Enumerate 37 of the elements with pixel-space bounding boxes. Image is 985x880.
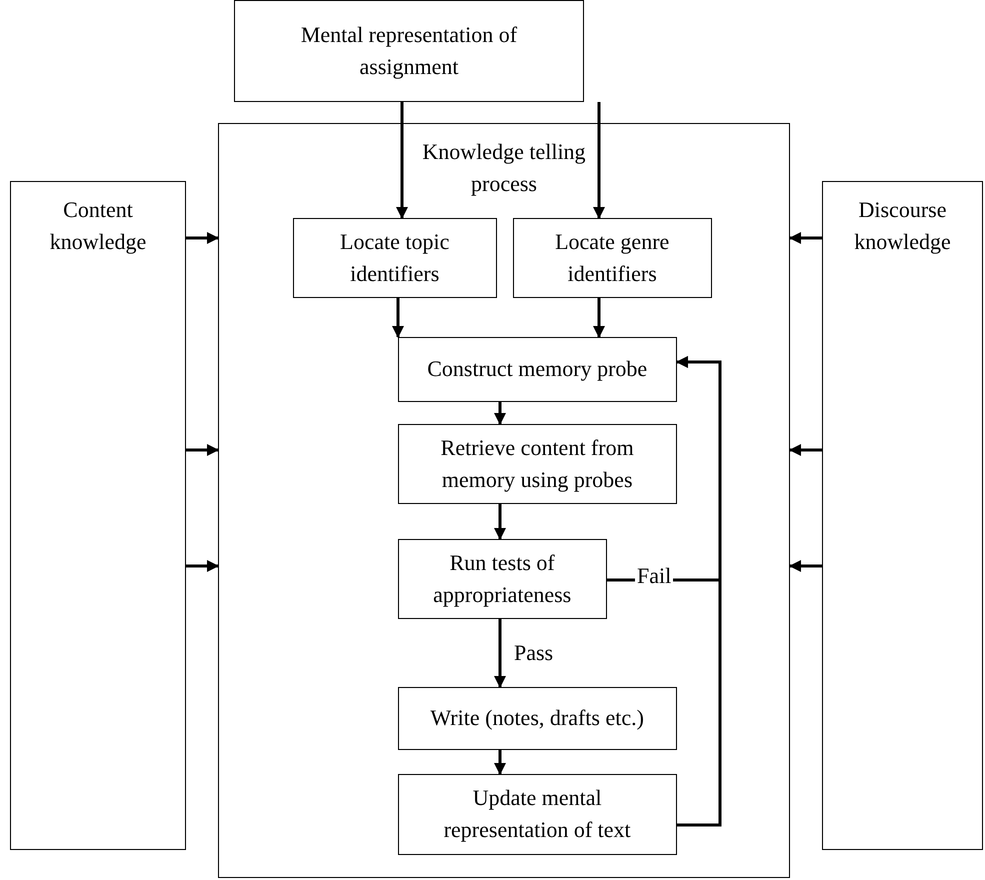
node-label: Knowledge telling process	[421, 138, 587, 198]
group-box	[218, 123, 790, 878]
arrow	[789, 232, 822, 244]
arrow	[789, 560, 822, 572]
arrow	[494, 504, 506, 540]
group-box	[822, 181, 983, 850]
process-box	[398, 774, 677, 855]
arrow	[593, 102, 605, 219]
node-label: Retrieve content from memory using probes	[440, 434, 635, 494]
arrow	[392, 298, 404, 338]
arrow	[186, 560, 219, 572]
node-label: Locate topic identifiers	[339, 228, 450, 288]
node-label: Mental representation of assignment	[300, 21, 518, 81]
node-label: Run tests of appropriateness	[432, 548, 572, 609]
node-label: Update mental representation of text	[442, 784, 632, 844]
process-box	[292, 218, 497, 298]
arrow	[593, 298, 605, 338]
arrow	[789, 444, 822, 456]
node-label: Discourse knowledge	[853, 196, 952, 256]
arrow	[494, 750, 506, 775]
arrow	[396, 102, 408, 219]
arrow	[676, 356, 722, 826]
group-box	[10, 181, 186, 850]
process-box	[398, 686, 677, 750]
arrow	[494, 619, 506, 688]
process-box	[398, 336, 677, 402]
arrow	[186, 444, 219, 456]
node-label: Construct memory probe	[427, 355, 648, 384]
process-box	[398, 538, 607, 619]
node-label: Content knowledge	[48, 196, 148, 256]
arrow	[494, 402, 506, 425]
arrow	[186, 232, 219, 244]
process-box	[234, 0, 584, 102]
node-label: Write (notes, drafts etc.)	[430, 704, 644, 732]
node-label: Locate genre identifiers	[554, 228, 670, 288]
process-box	[398, 424, 677, 504]
process-box	[512, 218, 712, 298]
